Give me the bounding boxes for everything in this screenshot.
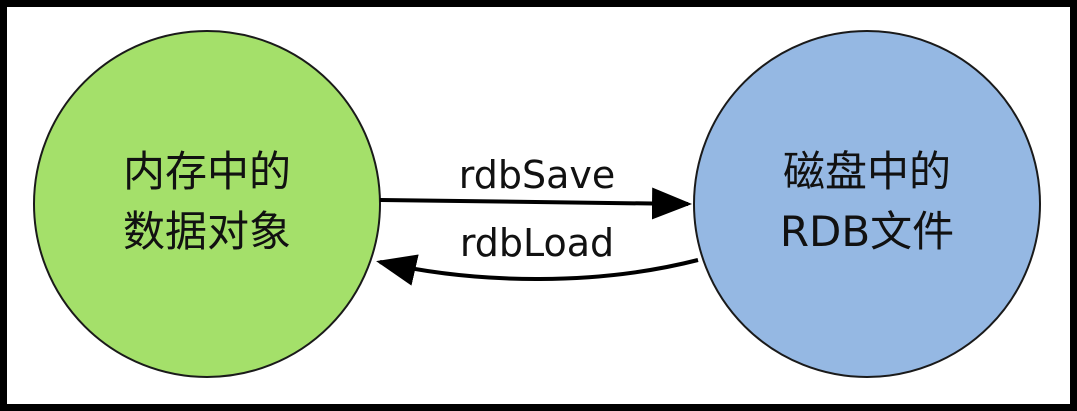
node-rdb-file: 磁盘中的 RDB文件 bbox=[693, 30, 1041, 378]
edge-rdb-save: rdbSave bbox=[379, 153, 692, 220]
memory-circle bbox=[33, 30, 381, 378]
disk-label-line1: 磁盘中的 bbox=[783, 147, 951, 196]
disk-circle bbox=[693, 30, 1041, 378]
rdb-save-label: rdbSave bbox=[459, 153, 615, 197]
rdb-load-label: rdbLoad bbox=[460, 221, 614, 265]
disk-label-line2: RDB文件 bbox=[780, 207, 954, 256]
node-memory-objects: 内存中的 数据对象 bbox=[33, 30, 381, 378]
rdb-load-arrow bbox=[376, 254, 699, 286]
memory-label-line1: 内存中的 bbox=[123, 147, 291, 196]
memory-label-line2: 数据对象 bbox=[123, 207, 291, 256]
edge-rdb-load: rdbLoad bbox=[376, 221, 699, 286]
rdb-save-arrow bbox=[379, 187, 692, 220]
